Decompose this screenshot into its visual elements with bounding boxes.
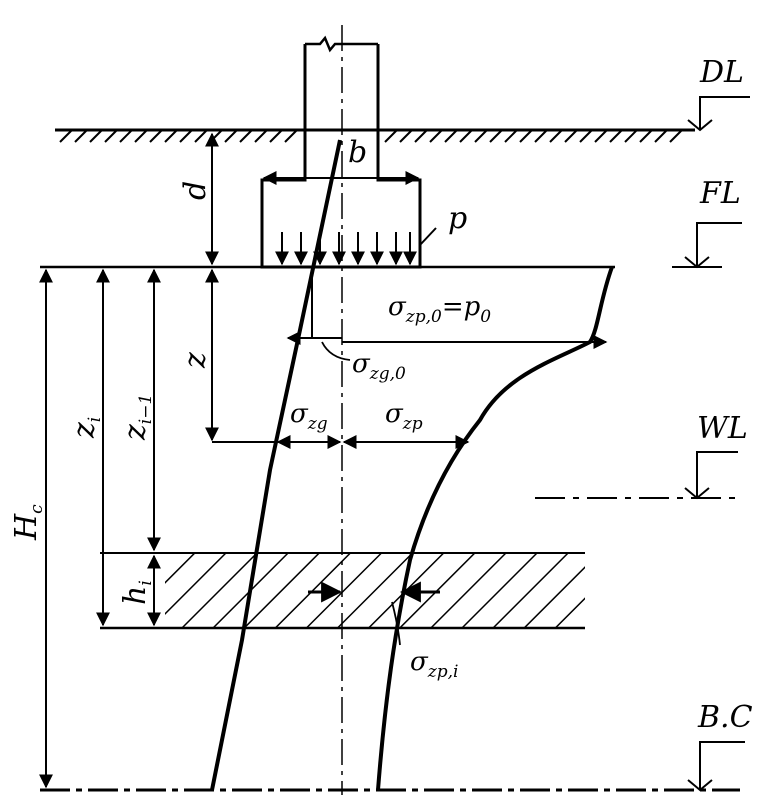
wl-label: WL xyxy=(697,411,748,446)
p-label: p xyxy=(448,201,467,236)
zi-label: zi xyxy=(67,417,105,439)
fl-label: FL xyxy=(699,176,741,211)
b-label: b xyxy=(348,135,367,170)
zpi-leader xyxy=(391,601,401,646)
zg0-leader xyxy=(321,341,351,361)
bc-marker xyxy=(687,741,745,792)
hi-label: hi xyxy=(118,580,156,605)
dl-label: DL xyxy=(699,55,744,90)
wl-marker xyxy=(684,451,738,500)
dl-marker xyxy=(687,96,750,132)
self-weight-stress-curve xyxy=(210,139,342,791)
d-label: d xyxy=(178,181,213,200)
sigma-zp-label: σzp xyxy=(385,399,423,434)
sigma-zp0-label: σzp,0=p0 xyxy=(388,292,491,327)
hc-label: Hc xyxy=(9,504,47,541)
ground-surface xyxy=(55,128,695,143)
additional-stress-curve xyxy=(376,266,614,791)
sigma-zpi-label: σzp,i xyxy=(410,647,458,682)
bc-label: B.C xyxy=(697,700,753,735)
fl-marker xyxy=(672,222,742,269)
pressure-arrows xyxy=(275,227,437,266)
sigma-zg-label: σzg xyxy=(290,399,328,434)
z-label: z xyxy=(178,352,213,369)
soil-layer-i xyxy=(165,553,585,628)
zi1-label: zi−1 xyxy=(118,394,156,441)
sigma-zg0-label: σzg,0 xyxy=(352,349,406,384)
